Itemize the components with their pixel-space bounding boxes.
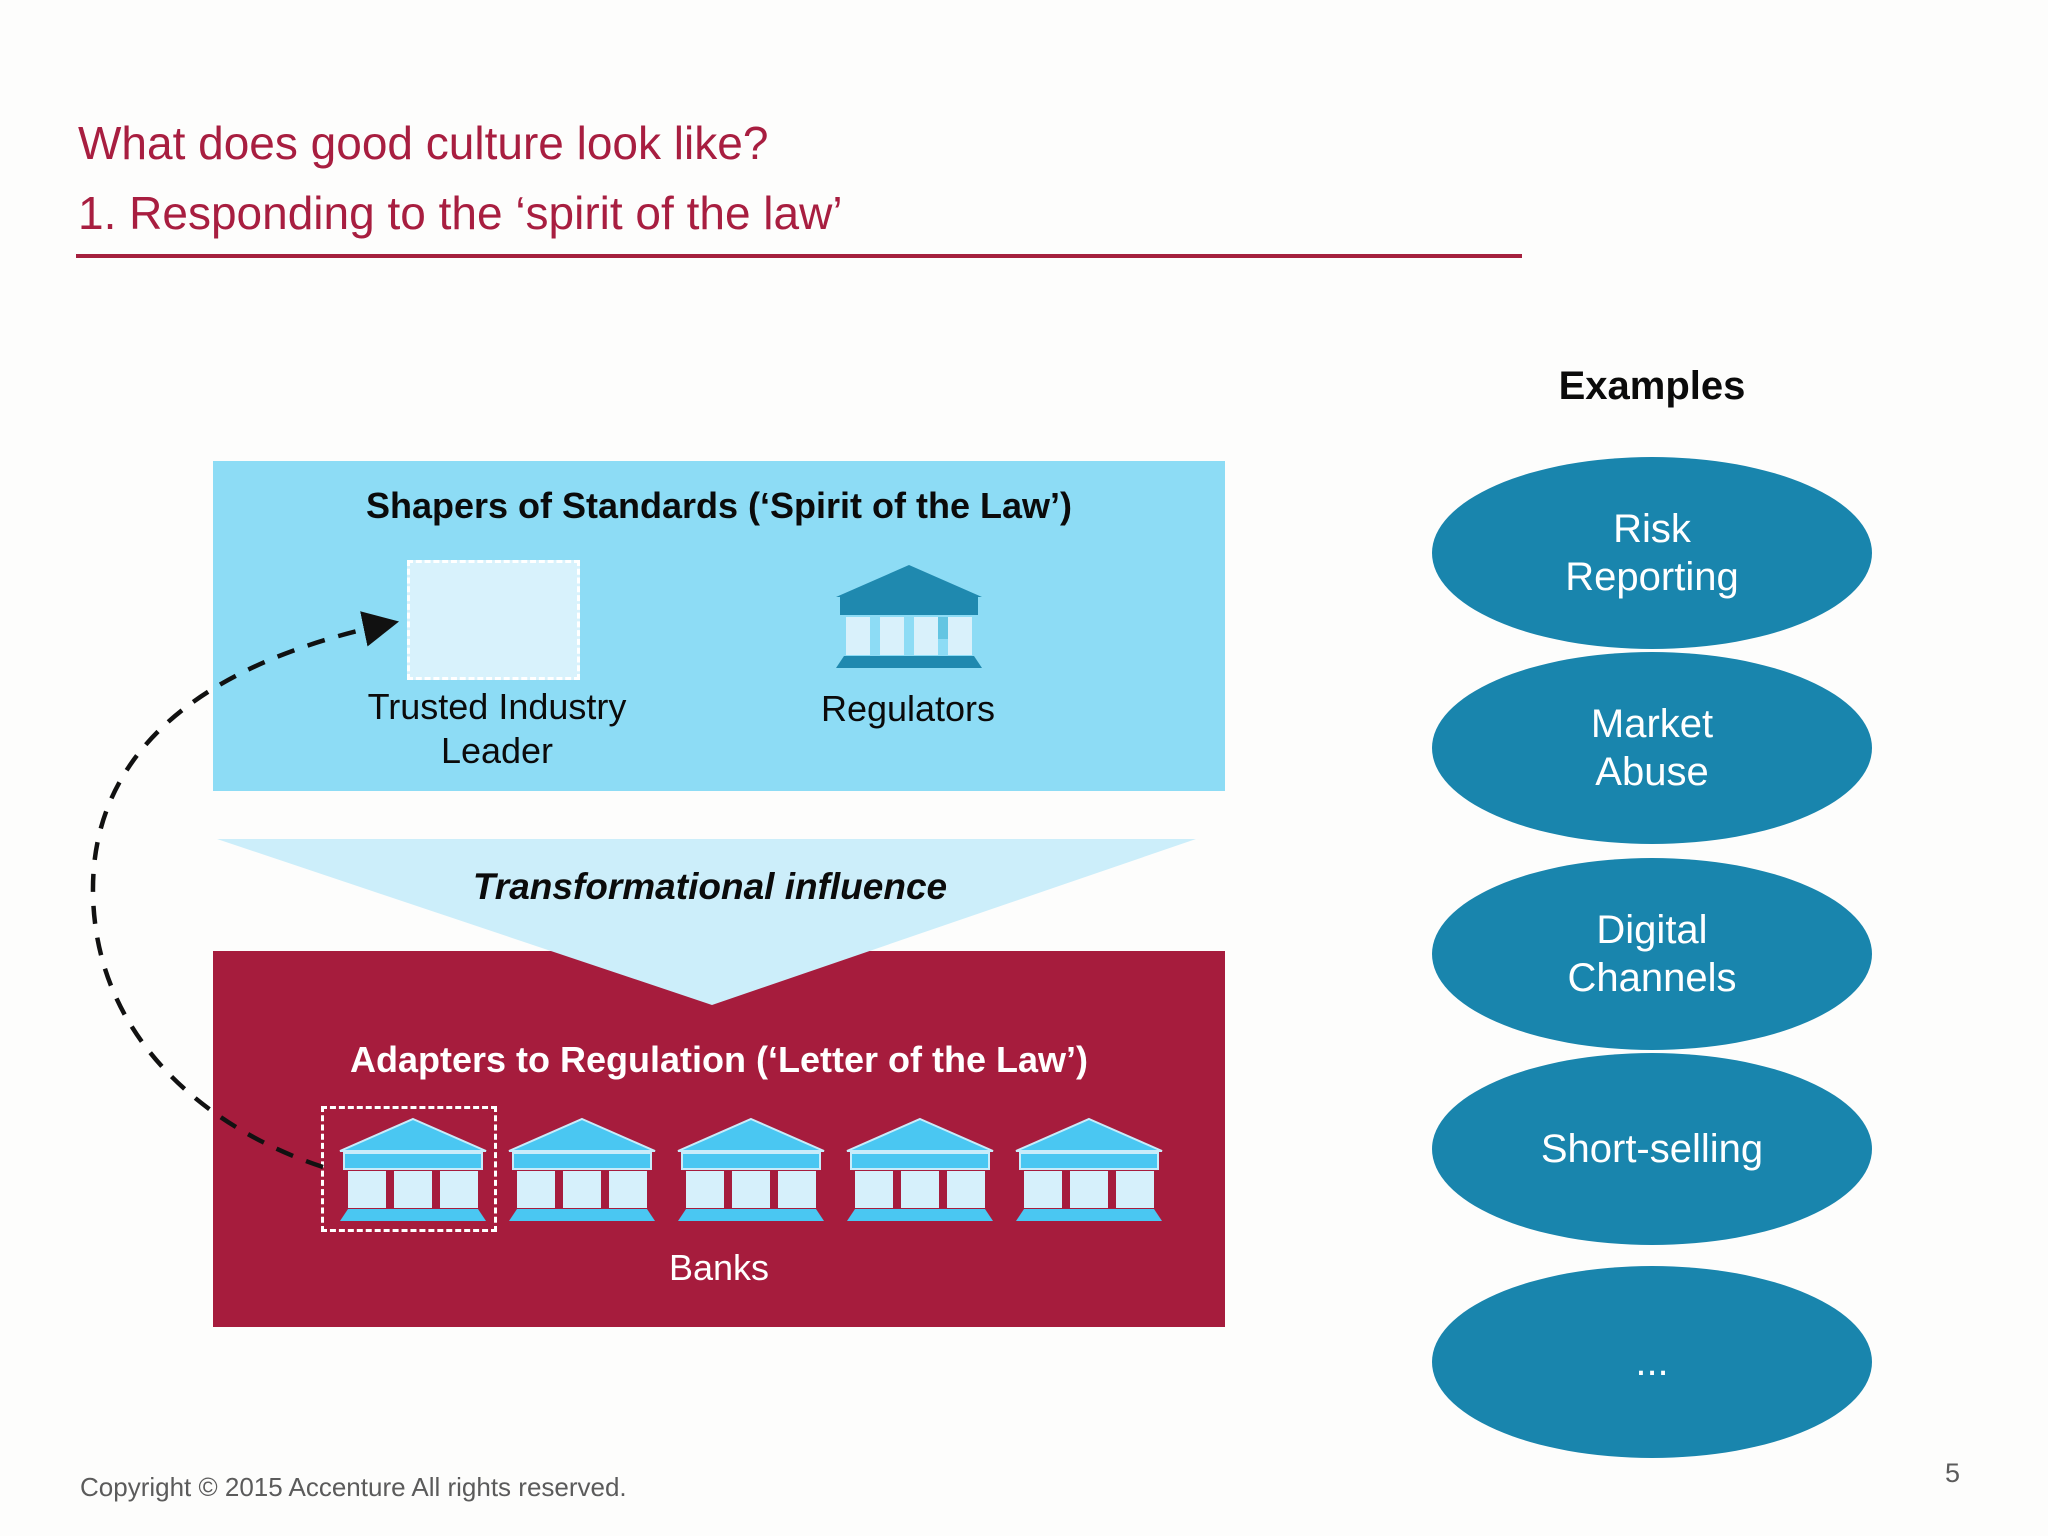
regulators-label: Regulators [820,688,996,729]
example-ellipse-risk-reporting: Risk Reporting [1432,457,1872,649]
examples-heading: Examples [1558,364,1746,408]
adapters-box-title: Adapters to Regulation (‘Letter of the L… [349,1039,1089,1080]
example-label: Digital Channels [1567,908,1737,1000]
bank-icon [846,1117,994,1221]
example-ellipse-more: ... [1432,1266,1872,1458]
trusted-industry-leader-placeholder [407,560,580,680]
example-ellipse-short-selling: Short-selling [1432,1053,1872,1245]
adapters-to-regulation-box: Adapters to Regulation (‘Letter of the L… [213,951,1225,1327]
example-label: Short-selling [1540,1127,1764,1171]
banks-label: Banks [668,1247,770,1288]
bank-icon [508,1117,656,1221]
bank-icon [339,1117,487,1221]
page-number: 5 [1945,1458,1961,1488]
title-divider [76,254,1522,258]
example-label: Market Abuse [1590,702,1714,794]
page-title-line1: What does good culture look like? [78,117,769,169]
shapers-of-standards-box: Shapers of Standards (‘Spirit of the Law… [213,461,1225,791]
government-building-icon [836,565,982,668]
bank-icon [1015,1117,1163,1221]
influence-label: Transformational influence [472,866,948,907]
page-title-line2: 1. Responding to the ‘spirit of the law’ [78,187,843,239]
trusted-industry-leader-label: Trusted Industry Leader [367,686,627,771]
shapers-box-title: Shapers of Standards (‘Spirit of the Law… [365,485,1073,526]
example-ellipse-digital-channels: Digital Channels [1432,858,1872,1050]
bank-icon [677,1117,825,1221]
example-label: ... [1635,1340,1669,1384]
copyright-notice: Copyright © 2015 Accenture All rights re… [80,1472,627,1502]
example-label: Risk Reporting [1565,507,1739,599]
example-ellipse-market-abuse: Market Abuse [1432,652,1872,844]
